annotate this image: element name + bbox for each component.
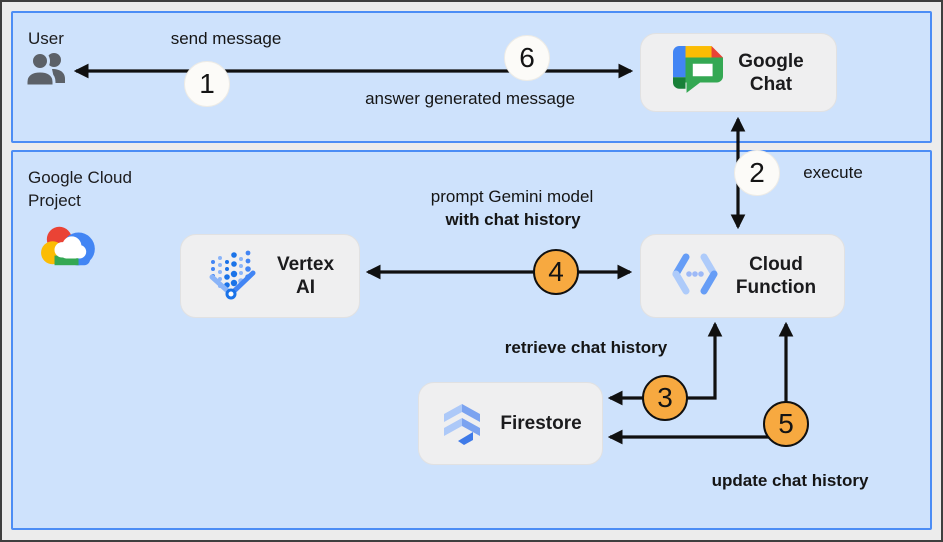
google-chat-icon [673,46,724,99]
people-icon [24,50,69,93]
label-answer-generated-message: answer generated message [365,89,575,108]
node-vertex-ai: Vertex AI [180,234,360,318]
gcp-zone-label: Google Cloud Project [28,166,132,212]
gcp-zone-label-line2: Project [28,191,81,210]
cloud-function-icon [669,253,721,300]
user-zone-label: User [28,29,64,48]
step-badge-6: 6 [504,35,550,81]
label-with-chat-history: with chat history [445,210,581,229]
label-send-message: send message [170,29,282,48]
step-badge-2: 2 [734,150,780,196]
firestore-icon [439,397,485,450]
label-retrieve-chat-history: retrieve chat history [504,338,668,357]
node-firestore: Firestore [418,382,603,465]
step-badge-3: 3 [642,375,688,421]
step-badge-1: 1 [184,61,230,107]
label-update-chat-history: update chat history [711,471,869,490]
gcp-zone-label-line1: Google Cloud [28,168,132,187]
vertex-ai-title: Vertex AI [276,254,335,298]
node-google-chat: Google Chat [640,33,837,112]
step-badge-5: 5 [763,401,809,447]
firestore-title: Firestore [500,413,582,434]
label-prompt-gemini-model: prompt Gemini model [430,187,594,206]
google-chat-title: Google Chat [738,50,804,95]
node-cloud-function: Cloud Function [640,234,845,318]
vertex-ai-icon [206,246,262,307]
google-cloud-icon [38,222,96,275]
cloud-function-title: Cloud Function [735,254,817,298]
step-badge-4: 4 [533,249,579,295]
label-execute: execute [803,163,863,182]
